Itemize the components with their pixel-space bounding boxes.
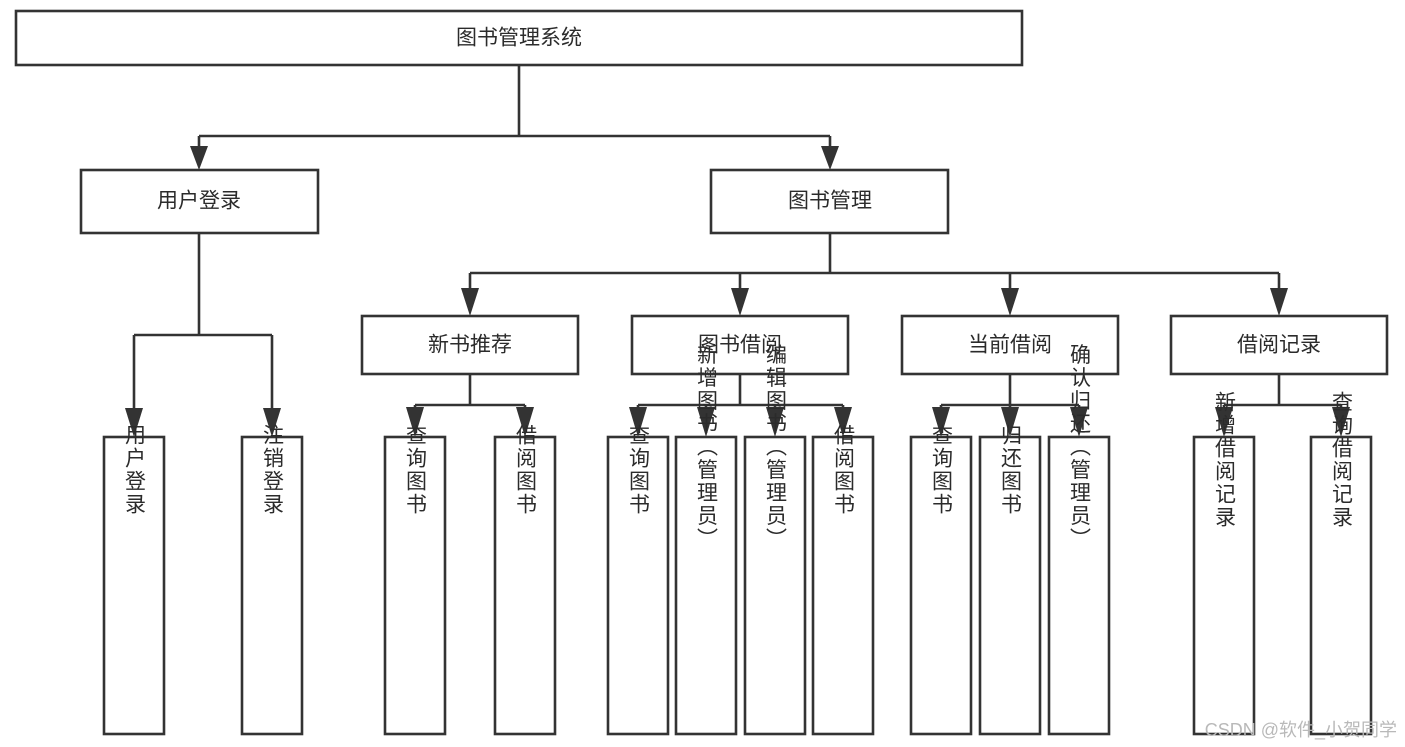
arrow-book-mgmt-to-new-book-icon [461, 288, 479, 316]
arrow-book-borrow-leaf-3-icon [766, 407, 784, 437]
leaf-user-login-1-label: 用户登录 [123, 424, 147, 516]
leaf-book-borrow-4[interactable]: 借阅图书 [811, 424, 875, 736]
leaf-new-book-2-label: 借阅图书 [514, 424, 538, 516]
leaf-user-login-2-label: 注销登录 [261, 424, 285, 516]
leaf-new-book-1-box [383, 435, 447, 736]
node-root-system[interactable]: 图书管理系统 [14, 9, 1024, 67]
leaf-new-book-1[interactable]: 查询图书 [383, 424, 447, 736]
node-user-login-box [79, 168, 320, 235]
leaf-current-borrow-2[interactable]: 归还图书 [978, 424, 1042, 736]
leaf-current-borrow-1[interactable]: 查询图书 [909, 424, 973, 736]
arrow-root-to-book-mgmt-icon [821, 146, 839, 170]
node-book-borrow[interactable]: 图书借阅 [630, 314, 850, 376]
leaf-book-borrow-2-box [674, 435, 738, 736]
leaf-new-book-1-label: 查询图书 [404, 424, 428, 516]
leaf-book-borrow-1-label: 查询图书 [627, 424, 651, 516]
leaf-book-borrow-2[interactable]: 新增图书（管理员） [674, 344, 738, 736]
leaf-borrow-record-2-label: 查询借阅记录 [1330, 391, 1354, 529]
leaf-current-borrow-2-label: 归还图书 [999, 424, 1023, 516]
node-book-management-label: 图书管理 [788, 190, 872, 213]
leaf-book-borrow-3-box [743, 435, 807, 736]
leaf-user-login-1[interactable]: 用户登录 [102, 424, 166, 736]
leaf-current-borrow-3-box [1047, 435, 1111, 736]
leaf-current-borrow-1-label: 查询图书 [930, 424, 954, 516]
leaf-new-book-2[interactable]: 借阅图书 [493, 424, 557, 736]
leaf-user-login-2[interactable]: 注销登录 [240, 424, 304, 736]
leaf-user-login-1-box [102, 435, 166, 736]
node-current-borrow-label: 当前借阅 [968, 334, 1052, 357]
node-borrow-record-label: 借阅记录 [1237, 334, 1321, 357]
csdn-watermark: CSDN @软件_小贺同学 [1204, 720, 1397, 740]
leaf-current-borrow-1-box [909, 435, 973, 736]
arrow-new-book-leaf-1-icon [406, 407, 424, 437]
connector-group [125, 65, 1350, 437]
leaf-borrow-record-1-box [1192, 435, 1256, 736]
node-book-borrow-label: 图书借阅 [698, 334, 782, 357]
node-new-book-recommend-label: 新书推荐 [428, 334, 512, 357]
arrow-borrow-record-leaf-1-icon [1215, 407, 1233, 437]
node-book-management-box [709, 168, 950, 235]
arrow-book-mgmt-to-current-borrow-icon [1001, 288, 1019, 316]
leaf-book-borrow-2-label: 新增图书（管理员） [695, 344, 719, 551]
leaf-user-login-2-box [240, 435, 304, 736]
arrow-book-borrow-leaf-4-icon [834, 407, 852, 437]
arrow-book-mgmt-to-borrow-record-icon [1270, 288, 1288, 316]
node-book-borrow-box [630, 314, 850, 376]
node-book-management[interactable]: 图书管理 [709, 168, 950, 235]
node-borrow-record-box [1169, 314, 1389, 376]
leaf-book-borrow-3-label: 编辑图书（管理员） [764, 344, 788, 551]
arrow-borrow-record-leaf-2-icon [1332, 407, 1350, 437]
node-borrow-record[interactable]: 借阅记录 [1169, 314, 1389, 376]
arrow-current-borrow-leaf-2-icon [1001, 407, 1019, 437]
leaf-borrow-record-2-box [1309, 435, 1373, 736]
leaf-book-borrow-4-box [811, 435, 875, 736]
arrow-book-borrow-leaf-2-icon [697, 407, 715, 437]
leaf-current-borrow-3-label: 确认归还（管理员） [1068, 344, 1092, 551]
arrow-current-borrow-leaf-1-icon [932, 407, 950, 437]
leaf-book-borrow-3[interactable]: 编辑图书（管理员） [743, 344, 807, 736]
leaf-book-borrow-4-label: 借阅图书 [832, 424, 856, 516]
leaf-current-borrow-2-box [978, 435, 1042, 736]
leaf-book-borrow-1-box [606, 435, 670, 736]
node-root-system-box [14, 9, 1024, 67]
node-root-system-label: 图书管理系统 [456, 27, 582, 50]
node-user-login[interactable]: 用户登录 [79, 168, 320, 235]
node-user-login-label: 用户登录 [157, 190, 241, 213]
node-current-borrow[interactable]: 当前借阅 [900, 314, 1120, 376]
node-new-book-recommend-box [360, 314, 580, 376]
node-current-borrow-box [900, 314, 1120, 376]
arrow-new-book-leaf-2-icon [516, 407, 534, 437]
arrow-user-login-leaf-1-icon [125, 408, 143, 437]
arrow-user-login-leaf-2-icon [263, 408, 281, 437]
leaf-borrow-record-2[interactable]: 查询借阅记录 [1309, 391, 1373, 736]
leaf-book-borrow-1[interactable]: 查询图书 [606, 424, 670, 736]
arrow-current-borrow-leaf-3-icon [1070, 407, 1088, 437]
leaf-borrow-record-1-label: 新增借阅记录 [1213, 391, 1237, 529]
node-new-book-recommend[interactable]: 新书推荐 [360, 314, 580, 376]
leaf-borrow-record-1[interactable]: 新增借阅记录 [1192, 391, 1256, 736]
arrow-book-borrow-leaf-1-icon [629, 407, 647, 437]
leaf-new-book-2-box [493, 435, 557, 736]
arrow-root-to-user-login-icon [190, 146, 208, 170]
arrow-book-mgmt-to-book-borrow-icon [731, 288, 749, 316]
leaf-current-borrow-3[interactable]: 确认归还（管理员） [1047, 344, 1111, 736]
